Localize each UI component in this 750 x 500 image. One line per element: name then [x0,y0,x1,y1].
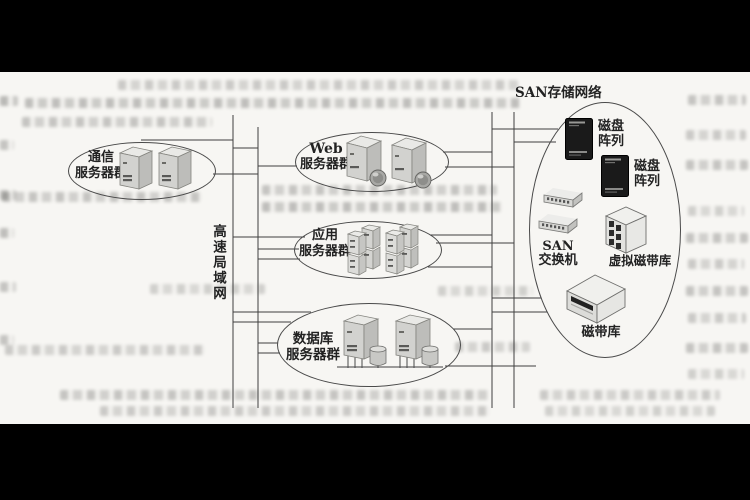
bleed-text-row [688,369,744,379]
bleed-text-row [2,192,202,202]
bleed-text-row [686,233,748,243]
bleed-text-row [686,160,748,170]
tower-server-icon [119,146,153,190]
bleed-text-row [688,206,744,216]
bleed-text-row [0,96,18,106]
web-server-group-ellipse [295,132,449,192]
bleed-text-row [0,228,14,238]
web-server-group-label: Web 服务器群 [299,141,352,172]
bleed-text-row [688,95,746,105]
comm-server-group-ellipse [68,142,216,200]
page-background: 高速局域网 通信 服务器群 Web 服务器群 应用 服务器群 数据库 服务器群 [0,72,750,424]
bleed-text-row [150,284,265,294]
bleed-text-row [262,202,502,212]
db-server-group-ellipse [277,303,461,387]
database-server-icon [343,314,387,369]
bleed-text-row [686,286,748,296]
bleed-text-row [25,98,520,108]
bleed-text-row [688,313,746,323]
san-switch-icon [543,187,583,208]
tape-library-icon [566,274,626,324]
letterbox-top [0,0,750,72]
bleed-text-row [455,342,530,352]
bleed-text-row [688,259,744,269]
bleed-text-row [0,335,14,345]
disk-array-icon [565,118,593,160]
bleed-text-row [0,282,16,292]
web-server-icon [391,137,432,189]
bleed-text-row [22,117,212,127]
database-server-icon [395,314,439,369]
bleed-text-row [545,406,715,416]
virtual-tape-library-icon [605,206,647,254]
bleed-text-row [118,80,518,90]
bleed-text-row [60,390,490,400]
disk-array-icon [601,155,629,197]
server-cluster-icon [347,224,381,276]
disk-array-1-label: 磁盘 阵列 [597,119,624,149]
app-server-group-label: 应用 服务器群 [298,228,351,259]
bleed-text-row [5,345,205,355]
bleed-text-row [686,130,746,140]
bleed-text-row [686,343,748,353]
db-server-group-label: 数据库 服务器群 [286,331,340,363]
san-network-ellipse [529,102,681,358]
server-cluster-icon [385,223,419,275]
tape-library-label: 磁带库 [581,325,621,340]
bleed-text-row [0,190,16,200]
bleed-text-row [0,140,14,150]
virtual-tape-library-label: 虚拟磁带库 [608,253,672,268]
lan-label: 高速局域网 [210,224,226,302]
san-switch-icon [538,213,578,234]
bleed-text-row [100,406,490,416]
bleed-text-row [540,390,720,400]
disk-array-2-label: 磁盘 阵列 [633,159,660,189]
san-switch-label: SAN 交换机 [538,239,578,268]
tower-server-icon [158,146,192,190]
san-network-title: SAN存储网络 [515,85,602,101]
web-server-icon [346,135,387,187]
app-server-group-ellipse [294,221,442,279]
comm-server-group-label: 通信 服务器群 [74,150,127,181]
letterbox-bottom [0,424,750,500]
bleed-text-row [438,286,533,296]
